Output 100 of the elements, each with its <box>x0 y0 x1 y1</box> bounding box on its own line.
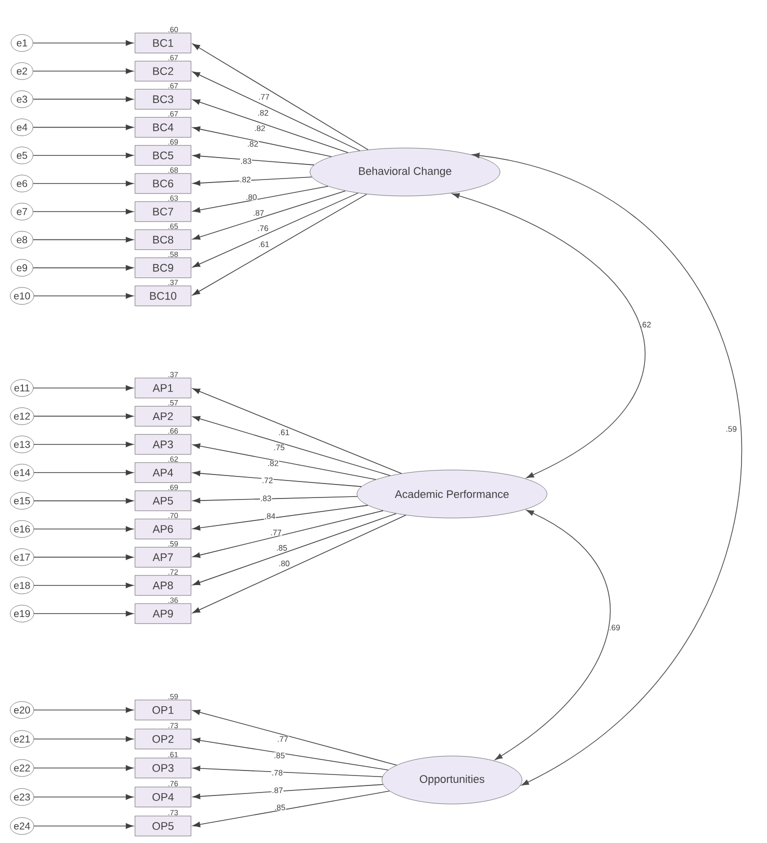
edge-label: .77 <box>259 94 270 100</box>
arrow <box>34 610 134 616</box>
indicator-box: AP8 <box>134 575 192 596</box>
arrow <box>192 99 348 154</box>
indicator-box: AP6 <box>134 518 192 540</box>
arrow <box>192 513 396 586</box>
arrow <box>32 124 134 130</box>
edge-label: .78 <box>272 770 282 776</box>
arrow <box>34 736 134 742</box>
edge-label: .85 <box>276 545 287 551</box>
indicator-box: BC2 <box>134 60 192 82</box>
arrow <box>32 68 134 74</box>
indicator-box: BC9 <box>134 258 192 278</box>
edge-label: .80 <box>279 560 290 566</box>
edge-label: .75 <box>274 444 284 450</box>
arrow <box>192 416 391 476</box>
double-arrow <box>472 152 742 786</box>
arrow <box>192 496 358 504</box>
arrow <box>192 44 368 150</box>
edge-label: .61 <box>258 241 269 248</box>
arrow <box>192 443 376 480</box>
arrow <box>192 194 368 296</box>
indicator-box: OP4 <box>134 786 192 808</box>
indicator-box: AP3 <box>134 434 192 455</box>
arrow <box>192 784 384 800</box>
edge-label: .76 <box>258 225 268 232</box>
edge-label: .72 <box>262 478 273 484</box>
arrow <box>192 514 406 614</box>
arrow <box>34 707 134 713</box>
arrow <box>32 96 134 102</box>
edge-label: .85 <box>274 752 285 758</box>
indicator-box: AP5 <box>134 490 192 511</box>
arrow <box>34 413 134 419</box>
indicator-box: AP9 <box>134 603 192 624</box>
arrow <box>33 385 134 391</box>
arrow <box>192 72 360 152</box>
edge-label: .62 <box>640 322 651 328</box>
edge-label: .77 <box>278 736 288 742</box>
edge-label: .83 <box>241 158 252 164</box>
edge-label: .82 <box>268 460 278 466</box>
edge-label: .87 <box>254 210 264 216</box>
arrow <box>192 176 312 186</box>
arrow <box>34 293 134 299</box>
arrow <box>192 510 384 558</box>
arrow <box>192 186 328 213</box>
arrow <box>32 265 134 271</box>
arrow <box>32 40 134 46</box>
arrow <box>192 738 389 770</box>
edge-label: .85 <box>275 804 286 810</box>
indicator-box: BC4 <box>134 117 192 138</box>
edge-label: .82 <box>248 141 258 147</box>
edge-label: .82 <box>254 125 265 132</box>
edge-label: .59 <box>726 426 736 432</box>
indicator-box: BC1 <box>134 32 192 54</box>
edge-label: .82 <box>258 110 268 116</box>
arrow <box>32 152 134 158</box>
double-arrow <box>494 510 611 760</box>
indicator-box: BC3 <box>134 89 192 110</box>
indicator-box: BC6 <box>134 173 192 194</box>
arrow <box>192 153 314 166</box>
edge-label: .87 <box>272 787 283 794</box>
indicator-box: AP1 <box>134 378 192 398</box>
arrow <box>32 208 134 214</box>
arrow <box>34 794 134 800</box>
arrow <box>192 766 383 778</box>
indicator-box: OP5 <box>134 816 192 836</box>
arrow <box>34 526 134 532</box>
arrow <box>192 710 397 766</box>
edge-label: .80 <box>246 194 257 200</box>
edge-label: .84 <box>265 513 276 519</box>
arrow <box>192 126 332 158</box>
indicator-box: OP2 <box>134 728 192 750</box>
indicator-box: BC8 <box>134 230 192 250</box>
indicator-box: AP2 <box>134 406 192 426</box>
edge-label: .69 <box>610 624 620 630</box>
edge-label: .82 <box>240 176 250 182</box>
arrow <box>192 190 346 240</box>
arrow <box>34 470 134 476</box>
arrow <box>34 765 134 771</box>
indicator-box: BC5 <box>134 145 192 166</box>
indicator-box: AP4 <box>134 462 192 483</box>
double-arrow <box>452 193 646 478</box>
edge-label: .61 <box>279 430 290 436</box>
arrow <box>34 582 134 588</box>
arrow <box>34 823 134 829</box>
arrow <box>192 504 368 531</box>
arrow <box>34 442 134 448</box>
arrow <box>32 180 134 186</box>
arrow <box>192 790 390 828</box>
indicator-box: BC10 <box>134 286 192 306</box>
indicator-box: OP1 <box>134 700 192 720</box>
edge-label: .77 <box>271 530 282 536</box>
arrow <box>34 554 134 560</box>
arrow <box>192 388 402 474</box>
indicator-box: BC7 <box>134 201 192 222</box>
arrow <box>32 236 134 242</box>
edge-label: .83 <box>261 496 272 502</box>
indicator-box: AP7 <box>134 547 192 568</box>
arrow <box>192 192 358 268</box>
arrow <box>192 470 362 487</box>
